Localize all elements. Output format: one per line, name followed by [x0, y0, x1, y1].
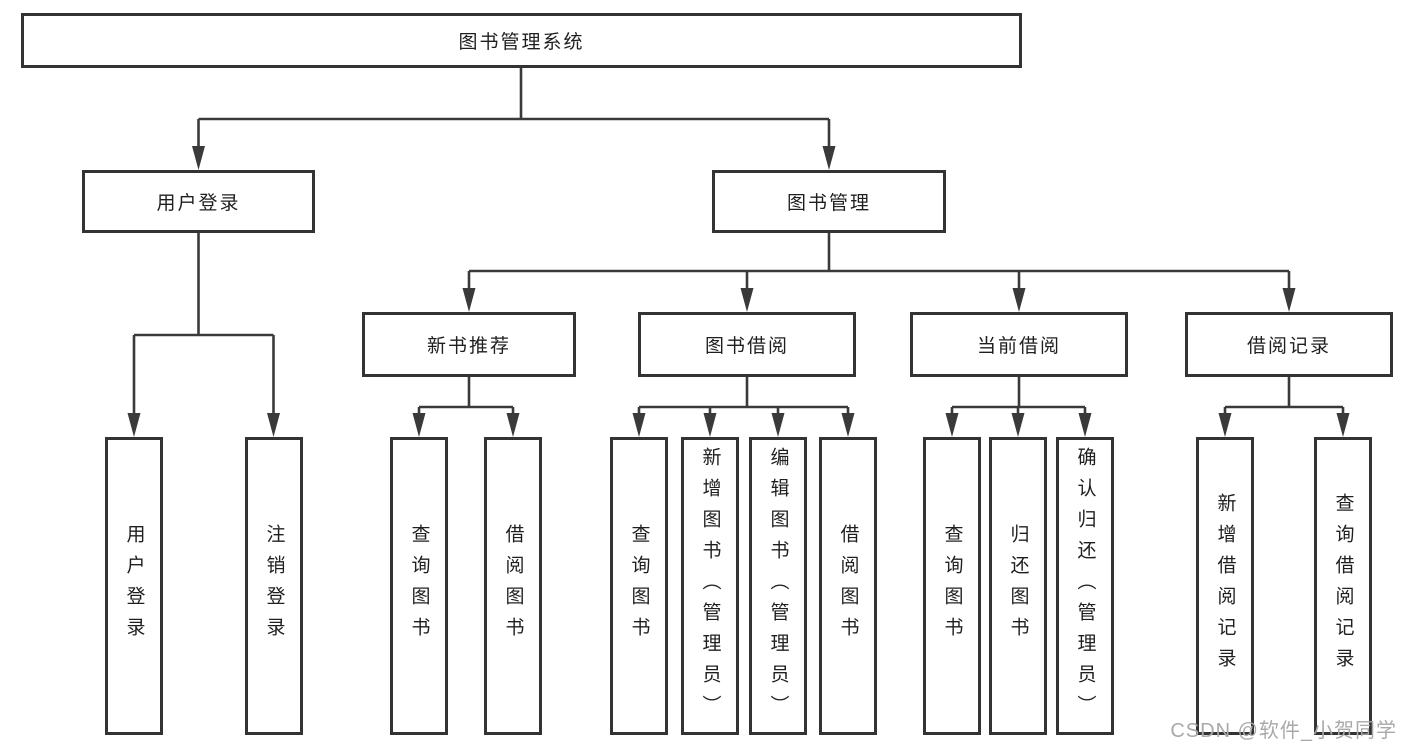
node-label: 借阅图书 — [502, 524, 524, 648]
node-user-login: 用户登录 — [82, 170, 315, 233]
arrowhead — [1282, 288, 1296, 312]
node-new-book-recommend: 新书推荐 — [362, 312, 576, 377]
arrowhead — [945, 413, 959, 437]
arrowhead — [412, 413, 426, 437]
leaf-query-book-recommend: 查询图书 — [390, 437, 448, 735]
node-label: 图书管理 — [786, 193, 871, 214]
csdn-watermark: CSDN @软件_小贺同学 — [1170, 720, 1397, 742]
node-borrowing-records: 借阅记录 — [1185, 312, 1393, 377]
arrowhead — [1078, 413, 1092, 437]
node-label: 图书借阅 — [704, 336, 789, 357]
node-label: 查询图书 — [408, 524, 430, 648]
node-label: 新增图书（管理员） — [699, 446, 721, 726]
arrowhead — [192, 146, 205, 170]
arrowhead — [841, 413, 855, 437]
node-label: 图书管理系统 — [458, 32, 585, 53]
node-current-borrowing: 当前借阅 — [910, 312, 1128, 377]
arrowhead — [822, 146, 836, 170]
connector-borrow-records-to-leaves — [1223, 377, 1345, 417]
arrowhead — [632, 413, 646, 437]
leaf-edit-book-admin: 编辑图书（管理员） — [749, 437, 807, 735]
node-label: 查询图书 — [941, 524, 963, 648]
leaf-user-login: 用户登录 — [105, 437, 163, 735]
node-library-system-root: 图书管理系统 — [21, 13, 1022, 68]
node-label: 借阅记录 — [1246, 336, 1331, 357]
arrowhead — [506, 413, 520, 437]
connector-root-to-level2 — [197, 68, 831, 150]
node-label: 当前借阅 — [976, 336, 1061, 357]
node-label: 用户登录 — [123, 524, 145, 648]
node-label: 新增借阅记录 — [1214, 493, 1236, 679]
connector-user-login-to-leaves — [132, 233, 275, 417]
leaf-borrow-book-recommend: 借阅图书 — [484, 437, 542, 735]
arrowhead — [127, 413, 141, 437]
arrowhead — [462, 288, 476, 312]
node-book-management: 图书管理 — [712, 170, 946, 233]
leaf-query-borrow-record: 查询借阅记录 — [1314, 437, 1372, 735]
node-label: 用户登录 — [156, 193, 241, 214]
arrowhead — [1011, 413, 1025, 437]
leaf-borrow-book: 借阅图书 — [819, 437, 877, 735]
node-label: 借阅图书 — [837, 524, 859, 648]
node-label: 编辑图书（管理员） — [767, 446, 789, 726]
leaf-return-book: 归还图书 — [989, 437, 1047, 735]
arrowhead — [267, 413, 280, 437]
node-label: 注销登录 — [263, 524, 285, 648]
connector-book-mgmt-to-level3 — [467, 233, 1291, 292]
node-label: 查询图书 — [628, 524, 650, 648]
leaf-add-book-admin: 新增图书（管理员） — [681, 437, 739, 735]
leaf-query-book-borrowing: 查询图书 — [610, 437, 668, 735]
arrowhead — [703, 413, 717, 437]
node-label: 归还图书 — [1007, 524, 1029, 648]
arrowhead — [1336, 413, 1350, 437]
connector-current-borrow-to-leaves — [950, 377, 1087, 417]
arrowhead — [771, 413, 785, 437]
arrowheads — [127, 146, 1350, 437]
leaf-add-borrow-record: 新增借阅记录 — [1196, 437, 1254, 735]
arrowhead — [1218, 413, 1232, 437]
node-label: 新书推荐 — [426, 336, 511, 357]
leaf-logout: 注销登录 — [245, 437, 303, 735]
arrowhead — [740, 288, 754, 312]
node-book-borrowing: 图书借阅 — [638, 312, 856, 377]
node-label: 查询借阅记录 — [1332, 493, 1354, 679]
leaf-query-book-current: 查询图书 — [923, 437, 981, 735]
arrowhead — [1012, 288, 1026, 312]
connector-new-book-rec-to-leaves — [417, 377, 515, 417]
node-label: 确认归还（管理员） — [1074, 446, 1096, 726]
leaf-confirm-return-admin: 确认归还（管理员） — [1056, 437, 1114, 735]
connector-book-borrow-to-leaves — [637, 377, 850, 417]
